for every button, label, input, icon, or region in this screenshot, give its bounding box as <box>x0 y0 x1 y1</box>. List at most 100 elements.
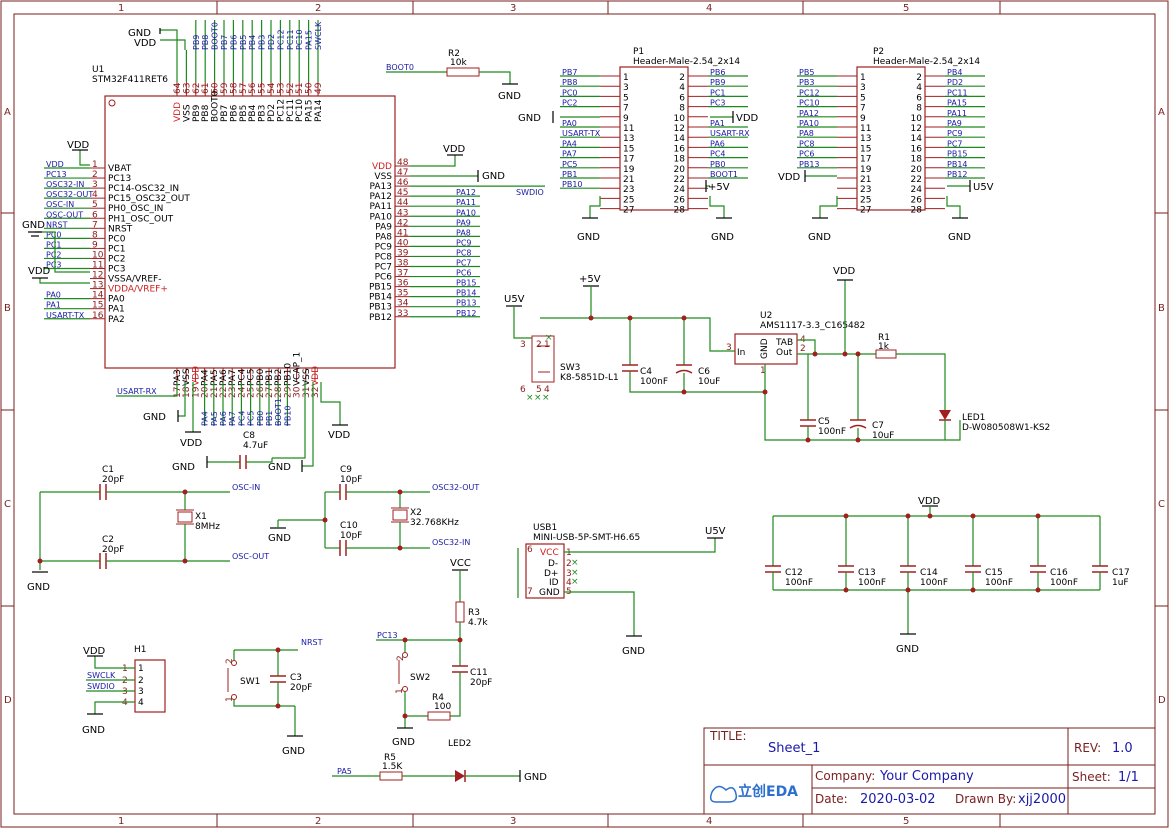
u1-pin-num: 20 <box>201 386 211 398</box>
header-pin-left: 5 <box>623 93 629 103</box>
u1-net-label: PB4 <box>248 35 257 50</box>
gnd-label-p2-right: GND <box>948 232 971 243</box>
u1-pin-num: 4 <box>92 190 98 200</box>
u1-pin-name: PH1_OSC_OUT <box>108 214 174 224</box>
u1-net-label: PA4 <box>201 411 210 426</box>
h1-swd-header[interactable]: H1 1 2 3 4 1 2 3 4 VDD SWCLK SWDIO GND <box>82 645 166 736</box>
u1-net-label: USART-RX <box>117 387 157 396</box>
u1-net-label: BOOT0 <box>211 22 220 50</box>
h1-ref: H1 <box>134 645 147 655</box>
u1-pin-num: 54 <box>267 82 277 94</box>
u1-pin-num: 18 <box>182 386 192 398</box>
r4-ref: R4 <box>432 693 444 703</box>
decap-val: 100nF <box>1050 578 1078 588</box>
u1-pin-name: PA6 <box>219 369 229 386</box>
gnd-label-c8: GND <box>172 462 195 473</box>
lse-oscillator[interactable]: GND C9 10pF OSC32-OUT X2 32.768KHz C10 1… <box>268 465 479 556</box>
led2-indicator[interactable]: PA5 R5 1.5K GND LED2 <box>332 739 547 783</box>
u1-pin-name: VCAP_1 <box>293 352 303 386</box>
u2-pin-tab: TAB <box>775 338 793 348</box>
header-pin-left: 23 <box>860 185 871 195</box>
header-pin-right: 20 <box>674 165 686 175</box>
header-pin-right: 2 <box>679 73 685 83</box>
grid-row-right: C <box>1158 499 1165 510</box>
c9-val: 10pF <box>340 475 362 485</box>
u1-pin-name: VDD <box>173 102 183 122</box>
u1-pin-num: 36 <box>397 279 409 289</box>
title-block: TITLE: Sheet_1 REV: 1.0 Company: Your Co… <box>703 727 1156 815</box>
u1-net-label: PC11 <box>286 29 295 50</box>
u1-pin-name: PB15 <box>369 283 392 293</box>
swclk-net: SWCLK <box>87 671 116 680</box>
u1-pin-name: VDDA/VREF+ <box>108 285 168 295</box>
u1-net-label: PA7 <box>228 411 237 426</box>
c10-val: 10pF <box>340 531 362 541</box>
gnd-label-r2: GND <box>498 91 521 102</box>
sw3-nc-6: × <box>526 393 534 403</box>
u1-net-label: OSC-OUT <box>46 210 83 219</box>
usb-nc-3: × <box>571 568 579 578</box>
u1-pin-num: 51 <box>295 83 305 94</box>
header-pin-left: 21 <box>623 175 634 185</box>
sw2-n2: 2 <box>396 655 406 661</box>
u1-net-label: PC9 <box>456 238 472 247</box>
u1-power-wiring: GND VDD VDD GND VDD VDD GND GND VDD <box>22 28 505 473</box>
h1-n2: 2 <box>122 676 128 686</box>
header-net-right: PC7 <box>947 139 963 148</box>
p1-value: Header-Male-2.54_2x14 <box>633 57 740 67</box>
hse-oscillator[interactable]: C1 20pF OSC-IN X1 8MHz C2 20pF OSC-OUT G… <box>27 465 269 593</box>
u2-n2: 2 <box>800 344 806 354</box>
header-net-left: PC8 <box>799 139 815 148</box>
header-net-left: PC5 <box>562 160 578 169</box>
usb1-n3: 3 <box>566 569 572 579</box>
u1-pin-num: 26 <box>256 386 266 398</box>
header-pin-left: 21 <box>860 175 871 185</box>
usb1-connector[interactable]: USB1 MINI-USB-5P-SMT-H6.65 VCC D- D+ ID … <box>517 523 726 657</box>
cloud-logo-icon <box>709 785 738 803</box>
company-value: Your Company <box>879 769 974 784</box>
u1-net-label: OSC32-IN <box>46 180 84 189</box>
decap-val: 100nF <box>785 578 813 588</box>
sw1-reset[interactable]: NRST SW1 2 1 C3 20pF GND <box>225 638 323 757</box>
u1-net-label: PA0 <box>46 291 61 300</box>
u1-net-label: PB7 <box>220 35 229 50</box>
u1-net-label: PB0 <box>256 411 265 426</box>
power-section[interactable]: +5V U5V SW3 K8-5851D-L1 3 2 1 6 5 4 × × … <box>504 266 1050 443</box>
header-pin-right: 6 <box>916 93 922 103</box>
header-net-left: PC12 <box>799 88 820 97</box>
decap-val: 100nF <box>920 578 948 588</box>
u1-pin-num: 12 <box>92 271 103 281</box>
usb1-id: ID <box>549 578 559 588</box>
u1-pin-num: 41 <box>397 228 408 238</box>
sw2-n1: 1 <box>395 688 405 694</box>
u1-pin-name: PC10 <box>295 99 305 122</box>
sw3-body <box>531 335 555 383</box>
u2-ref: U2 <box>760 311 772 321</box>
u1-net-label: PC13 <box>46 170 67 179</box>
u1-pin-name: VSS <box>302 368 312 386</box>
grid-col-top: 5 <box>903 3 909 14</box>
sw3-val: K8-5851D-L1 <box>560 373 619 383</box>
u1-pin-name: PB1 <box>265 369 275 386</box>
h1-p3: 3 <box>138 687 144 697</box>
led1-val: D-W080508W1-KS2 <box>962 423 1050 433</box>
u1-net-label: PC12 <box>276 29 285 50</box>
decoupling-caps[interactable]: VDD GND C12100nFC13100nFC14100nFC15100nF… <box>765 496 1130 655</box>
grid-col-bottom: 4 <box>706 816 712 827</box>
x2-ref: X2 <box>410 508 422 518</box>
u1-net-label: PC3 <box>46 261 62 270</box>
header-pin-left: 1 <box>623 73 629 83</box>
u1-net-label: PC10 <box>295 29 304 50</box>
u1-net-label: SWDIO <box>516 188 544 197</box>
header-pin-left: 17 <box>623 155 634 165</box>
u1-net-label: PB3 <box>258 35 267 50</box>
u1-pin-name: PB5 <box>239 105 249 122</box>
sw2-pc13[interactable]: VCC R3 4.7k PC13 C11 20pF SW2 2 1 R4 100… <box>376 558 492 748</box>
header-pin-right: 18 <box>674 155 686 165</box>
r2-boot0[interactable]: BOOT0 R2 10k GND <box>386 49 521 102</box>
grid-col-bottom: 1 <box>118 816 124 827</box>
